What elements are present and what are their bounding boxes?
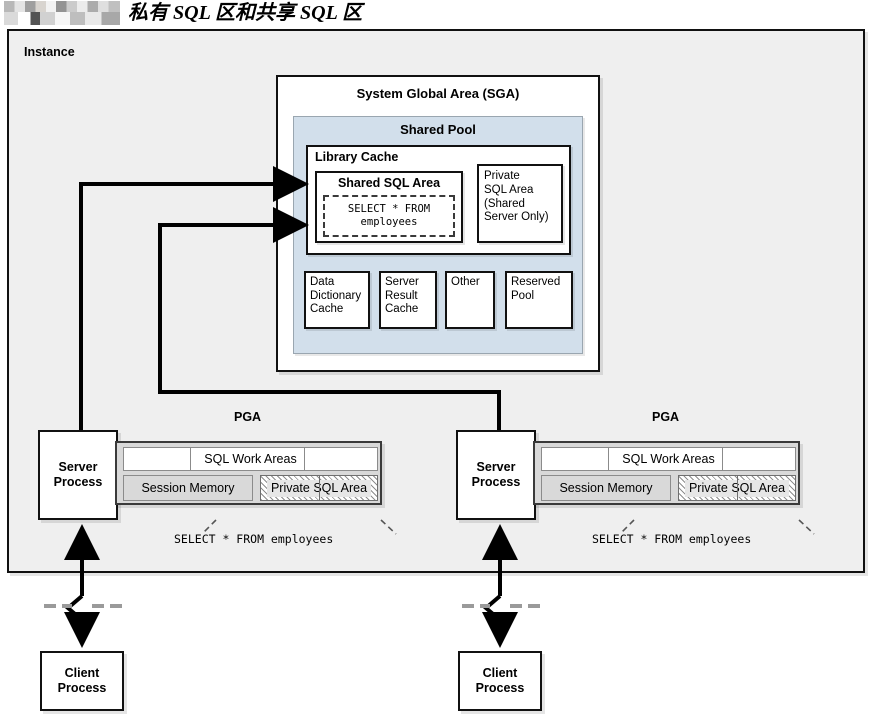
shared-sql-statement: SELECT * FROM employees (347, 202, 431, 228)
page-title: 私有 SQL 区和共享 SQL 区 (128, 2, 363, 24)
sga-title: System Global Area (SGA) (356, 86, 520, 101)
workarea-divider (722, 447, 723, 471)
connector-left-server-to-client (64, 594, 100, 648)
other-box: Other (445, 271, 495, 329)
reserved-pool-box: Reserved Pool (505, 271, 573, 329)
pga-box-right: SQL Work Areas Session Memory Private SQ… (533, 441, 800, 505)
privarea-divider (737, 476, 738, 500)
server-process-label-left: Server Process (53, 460, 103, 489)
sql-work-areas-left: SQL Work Areas (123, 447, 378, 471)
connector-right-server-to-client (482, 594, 518, 648)
data-dictionary-cache-box: Data Dictionary Cache (304, 271, 370, 329)
pga-caption-right: SELECT * FROM employees (592, 532, 752, 546)
workarea-divider (190, 447, 191, 471)
other-label: Other (451, 276, 480, 288)
client-process-label-right: Client Process (475, 666, 525, 695)
pga-label-right: PGA (652, 410, 680, 424)
server-result-cache-box: Server Result Cache (379, 271, 437, 329)
shared-pool-title: Shared Pool (400, 122, 476, 137)
instance-label: Instance (24, 45, 75, 59)
title-bar: 私有 SQL 区和共享 SQL 区 (0, 0, 889, 28)
server-process-box-left: Server Process (38, 430, 118, 520)
pga-caption-left: SELECT * FROM employees (174, 532, 334, 546)
pga-box-left: SQL Work Areas Session Memory Private SQ… (115, 441, 382, 505)
private-sql-area-shared-server-text: Private SQL Area (Shared Server Only) (484, 170, 549, 224)
session-memory-left: Session Memory (123, 475, 253, 501)
server-result-cache-label: Server Result Cache (385, 276, 419, 316)
private-sql-area-shared-server-box: Private SQL Area (Shared Server Only) (477, 164, 563, 243)
server-process-box-right: Server Process (456, 430, 536, 520)
client-process-box-right: Client Process (458, 651, 542, 711)
pga-label-left: PGA (234, 410, 262, 424)
client-process-label-left: Client Process (57, 666, 107, 695)
workarea-divider (304, 447, 305, 471)
data-dictionary-cache-label: Data Dictionary Cache (310, 276, 362, 316)
library-cache-title: Library Cache (315, 150, 399, 164)
workarea-divider (608, 447, 609, 471)
shared-sql-area-title: Shared SQL Area (337, 176, 441, 190)
client-process-box-left: Client Process (40, 651, 124, 711)
session-memory-right: Session Memory (541, 475, 671, 501)
redacted-block-icon (4, 1, 120, 25)
shared-sql-statement-box: SELECT * FROM employees (323, 195, 455, 237)
reserved-pool-label: Reserved Pool (511, 276, 561, 302)
server-process-label-right: Server Process (471, 460, 521, 489)
privarea-divider (319, 476, 320, 500)
sql-work-areas-right: SQL Work Areas (541, 447, 796, 471)
shared-sql-area-box: Shared SQL Area SELECT * FROM employees (315, 171, 463, 243)
